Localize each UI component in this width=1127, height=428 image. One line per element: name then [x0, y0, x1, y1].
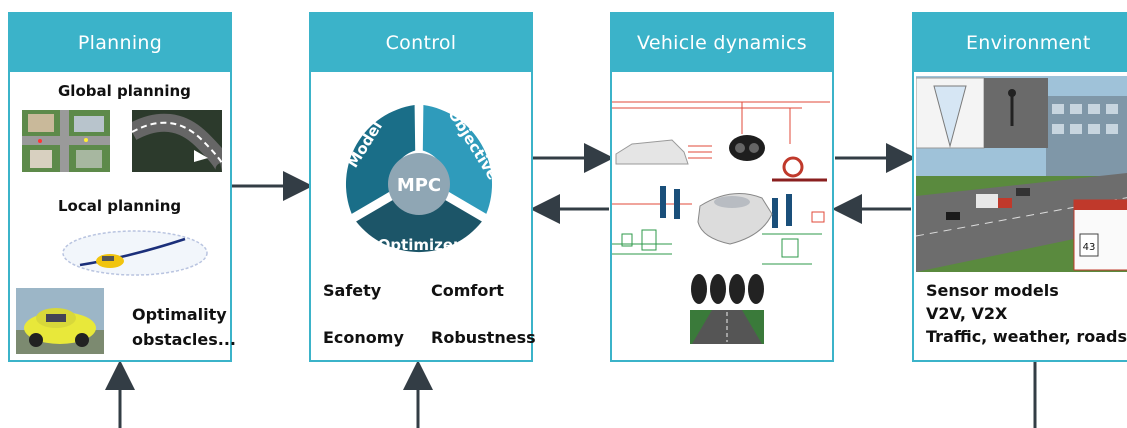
vehicle-model-schematic [612, 101, 830, 344]
planning-header: Planning [10, 14, 230, 72]
criterion-comfort: Comfort [431, 281, 504, 300]
environment-line-3: Traffic, weather, roads... [926, 327, 1127, 346]
environment-simulation-image: 43 [916, 76, 1127, 272]
mpc-segment-optimizer [356, 197, 482, 253]
powertrain-blocks [621, 211, 825, 258]
city-map-image [22, 110, 110, 172]
environment-header: Environment [914, 14, 1127, 72]
criterion-economy: Economy [323, 328, 404, 347]
planning-note-1: Optimality [132, 305, 227, 324]
dashboard-icon [729, 135, 765, 161]
steering-wheel-icon [772, 156, 827, 182]
environment-panel: Environment 43 Sensor models V2V, V2 [912, 12, 1127, 362]
obstacle-car-image [16, 288, 104, 354]
vehicle-dynamics-header: Vehicle dynamics [612, 14, 832, 72]
control-header: Control [311, 14, 531, 72]
environment-line-1: Sensor models [926, 281, 1059, 300]
mpc-optimizer-label: Optimizer [378, 236, 461, 254]
environment-line-2: V2V, V2X [926, 304, 1008, 323]
mpc-wheel: MPC Model Objective Optimizer [344, 105, 502, 254]
aero-car-icon [615, 139, 712, 165]
criterion-robustness: Robustness [431, 328, 536, 347]
mpc-center [388, 153, 450, 215]
highway-curve-image [132, 110, 222, 172]
mpc-segment-objective [422, 105, 493, 214]
local-planning-label: Local planning [58, 197, 182, 215]
hud-speed-value: 43 [1083, 242, 1096, 253]
planning-note-2: obstacles... [132, 330, 236, 349]
criterion-safety: Safety [323, 281, 382, 300]
mpc-center-label: MPC [397, 175, 441, 196]
planning-panel: Planning Global planning Local planning [8, 12, 236, 362]
control-panel: Control MPC Model Objective Optimizer Sa… [309, 12, 536, 362]
mpc-segment-model [345, 105, 416, 214]
road-image [690, 310, 764, 344]
suspension-icon [660, 186, 792, 228]
car-body-icon [697, 193, 773, 245]
global-planning-label: Global planning [58, 82, 191, 100]
tires-icon [691, 274, 764, 304]
vehicle-dynamics-panel: Vehicle dynamics [610, 12, 834, 362]
local-planning-cloud-image [60, 227, 210, 279]
